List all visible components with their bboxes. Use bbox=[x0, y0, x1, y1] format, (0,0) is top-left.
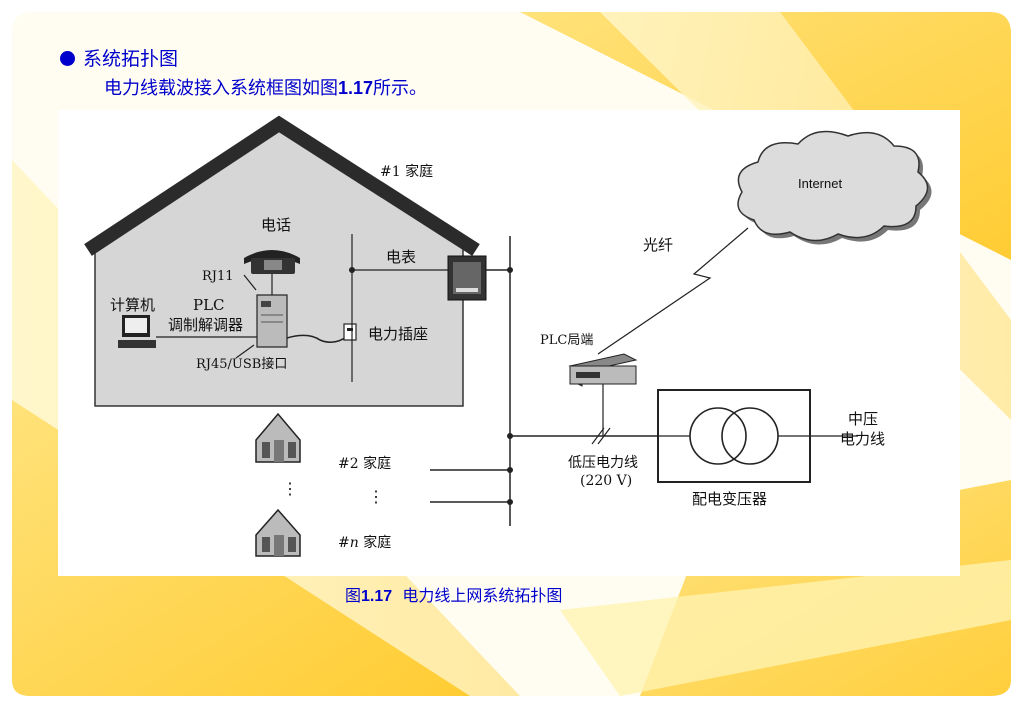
phone-label: 电话 bbox=[261, 216, 291, 234]
internet-cloud-icon bbox=[737, 130, 932, 245]
plc-label-line2: 调制解调器 bbox=[168, 316, 243, 334]
house-1-label: #1 家庭 bbox=[380, 163, 433, 180]
mid-voltage-label-1: 中压 bbox=[848, 410, 878, 428]
house-n-icon bbox=[255, 508, 301, 557]
rj45-label: RJ45/USB接口 bbox=[196, 356, 287, 372]
house-2-icon bbox=[255, 412, 301, 463]
caption-text: 电力线上网系统拓扑图 bbox=[402, 586, 563, 605]
junction-dot bbox=[349, 267, 355, 273]
figure-caption: 图1.17 电力线上网系统拓扑图 bbox=[345, 582, 562, 606]
bullet-dot-icon bbox=[60, 51, 75, 66]
rj11-pointer bbox=[243, 274, 257, 291]
vertical-ellipsis-left: ⋮ bbox=[282, 479, 298, 498]
socket-cable bbox=[286, 334, 349, 343]
electric-meter-icon bbox=[447, 255, 487, 301]
figure-panel: #1 家庭 电话 RJ11 计算机 PLC 调制解调器 RJ45/USB接口 bbox=[58, 110, 960, 576]
bullet-heading: 系统拓扑图 bbox=[60, 44, 178, 71]
house-1-roof bbox=[84, 115, 480, 256]
plc-label-line1: PLC bbox=[193, 296, 225, 314]
house-n-label: #n 家庭 bbox=[338, 534, 391, 551]
intro-suffix: 所示。 bbox=[373, 78, 428, 99]
plc-modem-icon bbox=[256, 294, 288, 348]
internet-label: Internet bbox=[798, 176, 842, 191]
telephone-icon bbox=[244, 250, 300, 274]
bus-junction-2 bbox=[507, 433, 513, 439]
low-voltage-label-1: 低压电力线 bbox=[568, 455, 638, 471]
mid-voltage-label-2: 电力线 bbox=[840, 430, 885, 448]
plc-office-label: PLC局端 bbox=[540, 333, 593, 348]
rj11-label: RJ11 bbox=[202, 269, 234, 284]
socket-label: 电力插座 bbox=[368, 325, 428, 343]
intro-figure-ref: 1.17 bbox=[338, 78, 374, 98]
bus-junction-1 bbox=[507, 267, 513, 273]
transformer-coil-1 bbox=[689, 407, 747, 465]
plc-office-equipment-icon bbox=[568, 353, 638, 387]
computer-label: 计算机 bbox=[110, 296, 155, 314]
meter-label: 电表 bbox=[386, 248, 416, 266]
bus-junction-4 bbox=[507, 499, 513, 505]
fiber-link bbox=[597, 227, 749, 355]
topology-diagram: #1 家庭 电话 RJ11 计算机 PLC 调制解调器 RJ45/USB接口 bbox=[84, 115, 932, 557]
low-voltage-label-2: (220 V) bbox=[580, 473, 632, 489]
caption-prefix: 图 bbox=[345, 586, 362, 605]
intro-prefix: 电力线载波接入系统框图如图 bbox=[104, 78, 338, 99]
coupling-mark-1 bbox=[591, 427, 605, 445]
intro-sentence: 电力线载波接入系统框图如图1.17所示。 bbox=[104, 74, 427, 100]
vertical-ellipsis-middle: ⋮ bbox=[368, 487, 384, 506]
computer-icon bbox=[118, 315, 156, 348]
power-socket-icon bbox=[343, 323, 357, 341]
coupling-mark-2 bbox=[597, 427, 611, 445]
transformer-coil-2 bbox=[721, 407, 779, 465]
bullet-heading-text: 系统拓扑图 bbox=[83, 48, 179, 70]
fiber-label: 光纤 bbox=[643, 236, 673, 254]
caption-number: 1.17 bbox=[361, 588, 393, 605]
house-2-label: #2 家庭 bbox=[338, 455, 391, 472]
bus-junction-3 bbox=[507, 467, 513, 473]
transformer-label: 配电变压器 bbox=[692, 490, 767, 508]
rj45-pointer bbox=[235, 344, 255, 359]
